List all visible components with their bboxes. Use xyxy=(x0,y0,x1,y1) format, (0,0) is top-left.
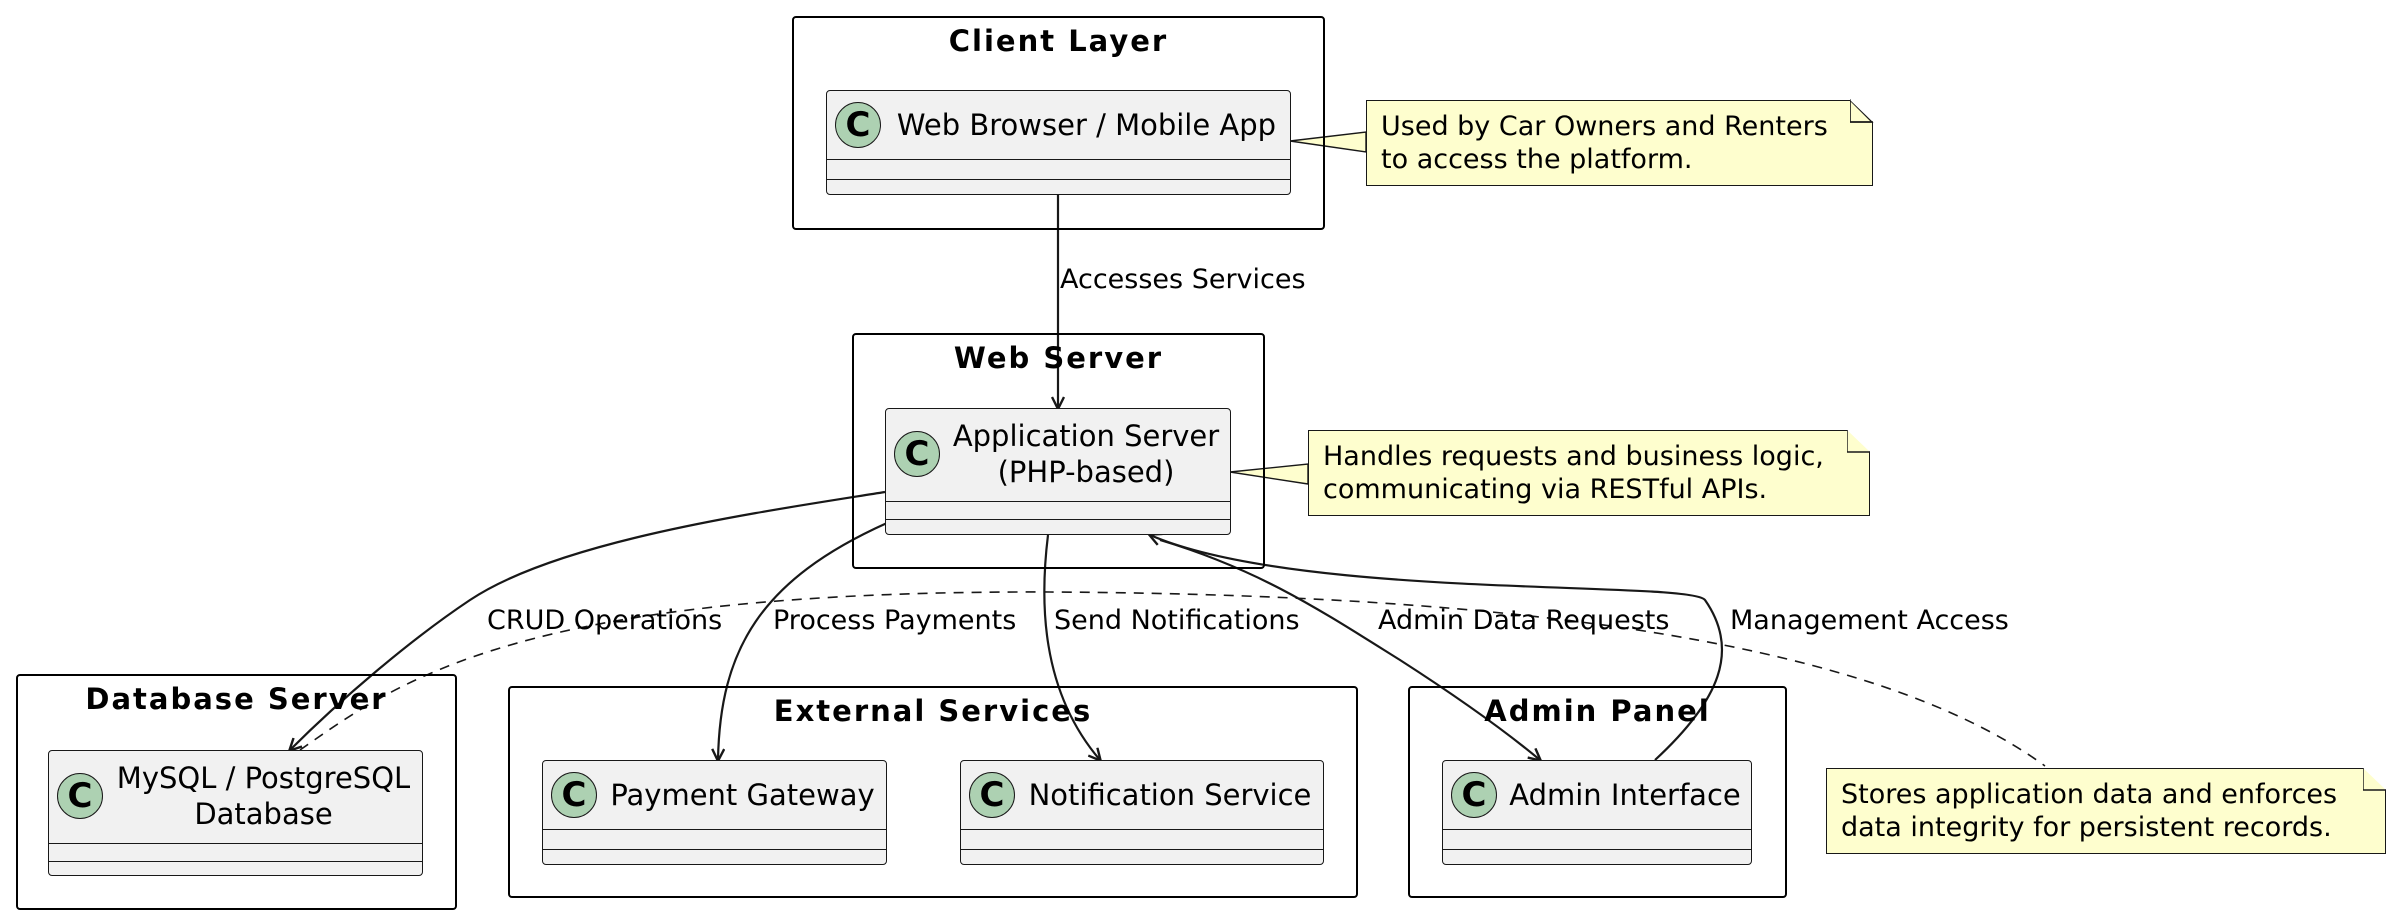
note-client: Used by Car Owners and Renters to access… xyxy=(1366,100,1873,186)
package-title: Web Server xyxy=(953,341,1164,375)
class-name: Notification Service xyxy=(1028,778,1312,812)
package-title: Admin Panel xyxy=(1484,694,1711,728)
class-c-icon: C xyxy=(894,431,940,477)
class-c-icon: C xyxy=(57,773,103,819)
class-name-line1: MySQL / PostgreSQL xyxy=(116,761,411,795)
note-fold-icon xyxy=(1850,99,1874,123)
class-name-line1: Application Server xyxy=(952,419,1220,453)
class-c-icon: C xyxy=(835,102,881,148)
package-web-server: Web Server xyxy=(852,333,1265,569)
note-fold-icon xyxy=(1847,430,1871,453)
class-divider xyxy=(961,829,1323,830)
note-web: Handles requests and business logic, com… xyxy=(1308,430,1870,516)
class-divider xyxy=(961,849,1323,850)
class-divider xyxy=(827,159,1290,160)
class-admin-interface[interactable]: C Admin Interface xyxy=(1442,760,1752,865)
class-application-server[interactable]: C Application Server (PHP-based) xyxy=(885,408,1231,535)
class-name: Admin Interface xyxy=(1509,778,1741,812)
package-title: External Services xyxy=(773,694,1093,728)
package-title: Client Layer xyxy=(948,24,1169,58)
class-header: C Web Browser / Mobile App xyxy=(827,91,1290,159)
class-name: Web Browser / Mobile App xyxy=(896,108,1277,142)
package-title: Database Server xyxy=(85,682,388,716)
class-divider xyxy=(827,179,1290,180)
edge-label-crud: CRUD Operations xyxy=(487,605,723,636)
note-database: Stores application data and enforces dat… xyxy=(1826,768,2386,854)
class-divider xyxy=(543,829,886,830)
edge-label-payments: Process Payments xyxy=(773,605,1017,636)
class-header: C Notification Service xyxy=(961,761,1323,829)
class-divider xyxy=(1443,829,1751,830)
class-header: C Admin Interface xyxy=(1443,761,1751,829)
class-divider xyxy=(49,861,422,862)
package-external-services: External Services xyxy=(508,686,1358,898)
edge-label-notifications: Send Notifications xyxy=(1054,605,1300,636)
class-web-browser[interactable]: C Web Browser / Mobile App xyxy=(826,90,1291,195)
class-c-icon: C xyxy=(969,772,1015,818)
edge-label-accesses-services: Accesses Services xyxy=(1060,264,1306,295)
class-divider xyxy=(1443,849,1751,850)
class-header: C MySQL / PostgreSQL Database xyxy=(49,751,422,841)
class-c-icon: C xyxy=(1451,772,1497,818)
package-admin-panel: Admin Panel xyxy=(1408,686,1787,898)
class-header: C Application Server (PHP-based) xyxy=(886,409,1230,499)
edge-label-admin-data: Admin Data Requests xyxy=(1378,605,1670,636)
class-name-line2: (PHP-based) xyxy=(997,455,1175,489)
class-divider xyxy=(49,843,422,844)
class-payment-gateway[interactable]: C Payment Gateway xyxy=(542,760,887,865)
class-database[interactable]: C MySQL / PostgreSQL Database xyxy=(48,750,423,876)
class-c-icon: C xyxy=(551,772,597,818)
class-divider xyxy=(886,519,1230,520)
package-database-server: Database Server xyxy=(16,674,457,910)
class-divider xyxy=(886,501,1230,502)
class-header: C Payment Gateway xyxy=(543,761,886,829)
class-notification-service[interactable]: C Notification Service xyxy=(960,760,1324,865)
class-name: Payment Gateway xyxy=(610,778,875,812)
class-divider xyxy=(543,849,886,850)
note-fold-icon xyxy=(2363,768,2387,791)
class-name-line2: Database xyxy=(194,797,333,831)
edge-label-management: Management Access xyxy=(1730,605,2009,636)
package-client-layer: Client Layer xyxy=(792,16,1325,230)
